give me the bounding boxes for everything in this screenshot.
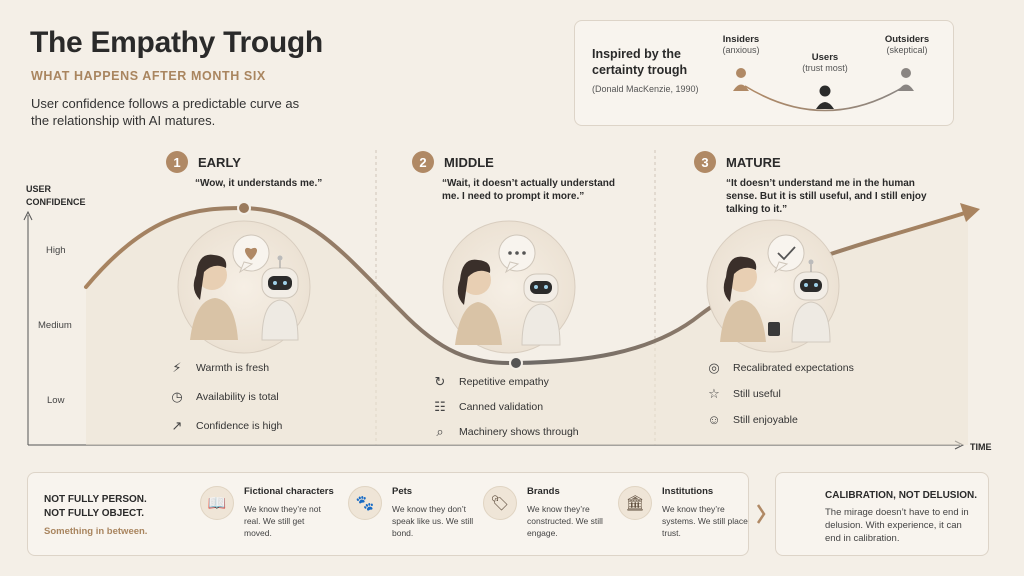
group-sublabel: (skeptical): [886, 45, 928, 55]
y-tick-high: High: [46, 245, 66, 256]
category-title: Fictional characters: [244, 486, 334, 497]
inspiration-citation: (Donald MacKenzie, 1990): [592, 84, 699, 94]
calibration-title: CALIBRATION, NOT DELUSION.: [825, 490, 978, 501]
target-icon: ◎: [708, 360, 720, 375]
y-tick-medium: Medium: [38, 320, 72, 331]
category-title: Pets: [392, 486, 413, 497]
stage3-number: 3: [694, 151, 716, 173]
document-icon: ☷: [434, 399, 446, 414]
feature-item: ☺Still enjoyable: [703, 412, 854, 427]
feature-item: ↗Confidence is high: [166, 418, 283, 434]
group-label: Outsiders: [884, 34, 930, 45]
book-icon: 📖: [200, 486, 234, 520]
category-title: Institutions: [662, 486, 714, 497]
stage2-illustration: [442, 220, 576, 354]
stage2-features: ↻Repetitive empathy ☷Canned validation ⌕…: [429, 374, 579, 440]
calibration-card: [775, 472, 989, 556]
group-sublabel: (trust most): [802, 63, 848, 73]
stage2-header: 2 MIDDLE: [412, 151, 494, 173]
feature-item: ⌕Machinery shows through: [429, 424, 578, 440]
outsider-person-icon: [898, 68, 914, 91]
category-fiction: 📖 Fictional characters We know they’re n…: [200, 486, 334, 539]
stage1-name: EARLY: [198, 154, 241, 170]
institution-icon: 🏛: [618, 486, 652, 520]
category-title: Brands: [527, 486, 560, 497]
magnifier-icon: ⌕: [436, 424, 444, 439]
category-description: We know they’re constructed. We still en…: [527, 504, 603, 538]
clock-icon: ◷: [171, 389, 183, 404]
insider-person-icon: [733, 68, 749, 91]
stage3-illustration: [706, 219, 840, 353]
paw-icon: 🐾: [348, 486, 382, 520]
category-pets: 🐾 Pets We know they don’t speak like us.…: [348, 486, 478, 539]
inspiration-title: Inspired by the certainty trough: [592, 47, 688, 77]
category-description: We know they don’t speak like us. We sti…: [392, 504, 474, 538]
feature-item: ☆Still useful: [703, 386, 854, 402]
group-outsiders: Outsiders (skeptical): [862, 34, 952, 55]
chevron-right-icon: [756, 504, 766, 524]
feature-item: ☷Canned validation: [429, 399, 579, 415]
feature-item: ◎Recalibrated expectations: [703, 360, 854, 376]
group-label: Insiders: [722, 34, 760, 45]
y-axis-label: USER CONFIDENCE: [26, 184, 86, 207]
category-brands: 🏷 Brands We know they’re constructed. We…: [483, 486, 613, 539]
page-description: User confidence follows a predictable cu…: [31, 96, 300, 128]
feature-item: ↻Repetitive empathy: [429, 374, 579, 390]
analogies-title: NOT FULLY PERSON. NOT FULLY OBJECT.: [44, 494, 147, 519]
stage1-features: ⚡Warmth is fresh ◷Availability is total …: [166, 360, 282, 434]
feature-item: ◷Availability is total: [166, 389, 282, 405]
trend-up-icon: ↗: [171, 418, 183, 433]
stage1-header: 1 EARLY: [166, 151, 241, 173]
mini-trough-curve: [744, 85, 906, 112]
stage3-quote: “It doesn’t understand me in the human s…: [726, 178, 927, 215]
category-institutions: 🏛 Institutions We know they’re systems. …: [618, 486, 748, 539]
feature-item: ⚡Warmth is fresh: [166, 360, 282, 376]
analogies-subtitle: Something in between.: [44, 526, 148, 537]
stage1-number: 1: [166, 151, 188, 173]
tag-icon: 🏷: [483, 486, 517, 520]
inspiration-card: [574, 20, 954, 126]
group-sublabel: (anxious): [722, 45, 760, 55]
calibration-description: The mirage doesn’t have to end in delusi…: [825, 507, 969, 544]
peak-marker: [237, 201, 251, 215]
page-subtitle: WHAT HAPPENS AFTER MONTH SIX: [31, 69, 266, 83]
curve-arrowhead: [960, 203, 980, 222]
user-person-icon: [816, 85, 834, 109]
stage1-quote: “Wow, it understands me.”: [195, 178, 323, 189]
group-users: Users (trust most): [780, 52, 870, 73]
y-axis-arrow: [23, 210, 33, 221]
group-label: Users: [811, 52, 839, 63]
y-tick-low: Low: [47, 395, 65, 406]
stage2-quote: “Wait, it doesn’t actually understand me…: [442, 178, 615, 202]
smile-icon: ☺: [707, 412, 721, 427]
page-title: The Empathy Trough: [30, 26, 323, 59]
stage2-number: 2: [412, 151, 434, 173]
stage2-name: MIDDLE: [444, 154, 494, 170]
lightning-icon: ⚡: [172, 360, 182, 375]
star-icon: ☆: [708, 386, 720, 401]
stage3-features: ◎Recalibrated expectations ☆Still useful…: [703, 360, 854, 427]
refresh-icon: ↻: [434, 374, 446, 389]
stage1-illustration: [177, 220, 311, 354]
trough-marker: [509, 356, 523, 370]
group-insiders: Insiders (anxious): [696, 34, 786, 55]
category-description: We know they’re systems. We still place …: [662, 504, 748, 538]
x-axis-label: TIME: [970, 442, 992, 452]
stage3-header: 3 MATURE: [694, 151, 781, 173]
category-description: We know they’re not real. We still get m…: [244, 504, 321, 538]
stage3-name: MATURE: [726, 154, 781, 170]
